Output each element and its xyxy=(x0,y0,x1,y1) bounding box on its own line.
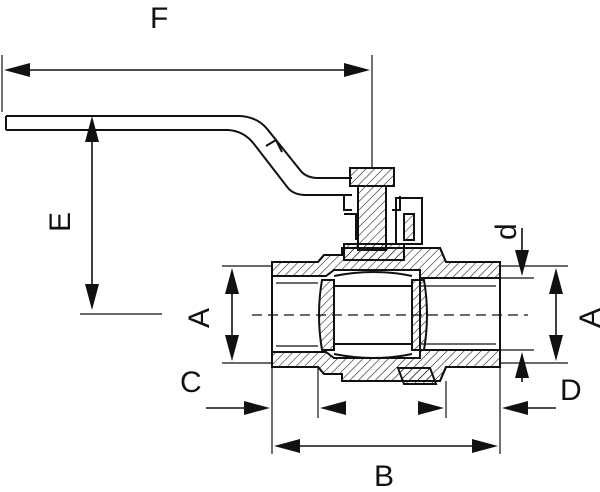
valve-body xyxy=(271,247,501,385)
label-c: C xyxy=(180,366,202,399)
dimension-a-right xyxy=(500,265,568,364)
dimension-c xyxy=(206,367,346,454)
dimension-e xyxy=(80,116,162,315)
dimension-d xyxy=(500,228,534,382)
label-b: B xyxy=(374,460,394,492)
label-a-left: A xyxy=(183,308,216,328)
label-a-right: A xyxy=(574,308,600,328)
label-e: E xyxy=(44,212,77,232)
dimension-d-upper xyxy=(418,367,556,454)
label-d: d xyxy=(490,223,523,240)
dimension-b xyxy=(274,439,498,453)
dimension-f xyxy=(1,55,373,168)
label-f: F xyxy=(150,2,168,35)
lever-handle xyxy=(5,115,352,196)
valve-stem xyxy=(343,167,423,261)
dimension-a-left xyxy=(222,265,272,364)
label-d-upper: D xyxy=(560,374,582,407)
